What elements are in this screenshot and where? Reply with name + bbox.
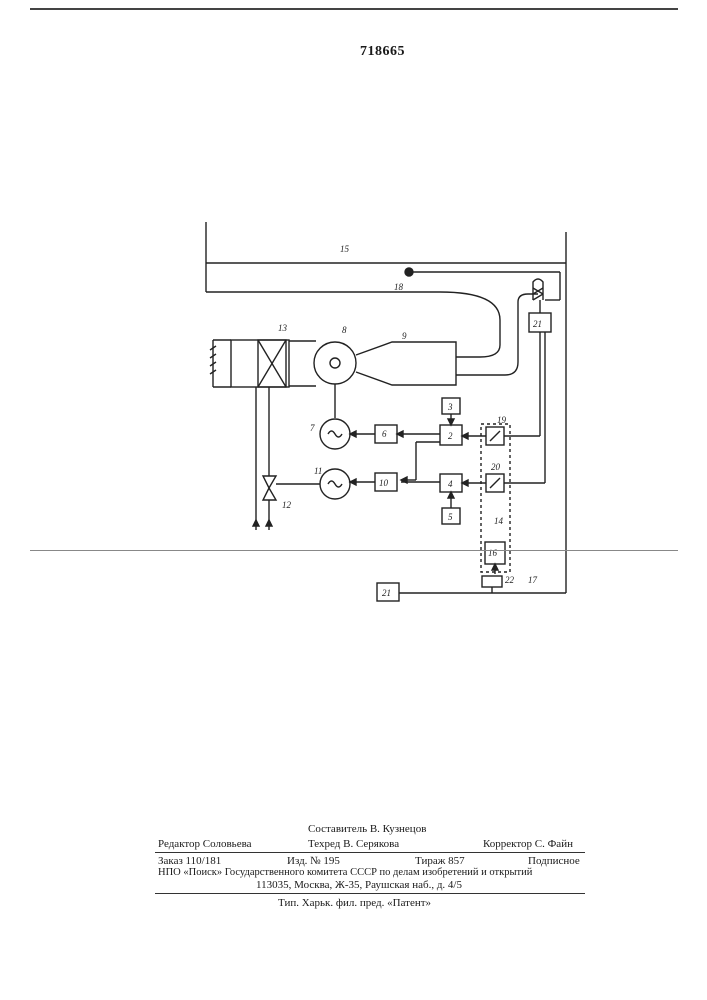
label-22: 22 xyxy=(505,575,515,585)
printer-line: Тип. Харьк. фил. пред. «Патент» xyxy=(278,897,431,909)
fan-8 xyxy=(314,342,356,384)
credits-rule-1 xyxy=(155,852,585,853)
organization-line: НПО «Поиск» Государственного комитета СС… xyxy=(158,867,532,878)
order-number: Заказ 110/181 xyxy=(158,855,221,867)
label-12: 12 xyxy=(282,500,292,510)
label-6: 6 xyxy=(382,429,387,439)
label-17: 17 xyxy=(528,575,538,585)
pipe-to-nozzle xyxy=(440,292,500,357)
corrector-credit: Корректор С. Файн xyxy=(483,838,573,850)
techred-credit: Техред В. Серякова xyxy=(308,838,399,850)
label-2: 2 xyxy=(448,431,453,441)
label-21b: 21 xyxy=(382,588,391,598)
editor-credit: Редактор Соловьева xyxy=(158,838,252,850)
separator-line xyxy=(30,550,678,551)
label-7: 7 xyxy=(310,423,315,433)
diffuser-9 xyxy=(356,342,456,385)
label-20: 20 xyxy=(491,462,501,472)
label-5: 5 xyxy=(448,512,453,522)
label-8: 8 xyxy=(342,325,347,335)
label-11: 11 xyxy=(314,466,322,476)
label-4: 4 xyxy=(448,479,453,489)
circulation: Тираж 857 xyxy=(415,855,465,867)
subscription: Подписное xyxy=(528,855,580,867)
pipe-return xyxy=(456,294,538,375)
block-22 xyxy=(482,576,502,587)
label-3: 3 xyxy=(447,402,453,412)
label-15: 15 xyxy=(340,244,350,254)
address-line: 113035, Москва, Ж-35, Раушская наб., д. … xyxy=(256,879,462,891)
block-13 xyxy=(231,340,289,387)
label-19: 19 xyxy=(497,415,507,425)
issue-number: Изд. № 195 xyxy=(287,855,340,867)
label-21a: 21 xyxy=(533,319,542,329)
compiler-credit: Составитель В. Кузнецов xyxy=(308,823,426,835)
label-14: 14 xyxy=(494,516,504,526)
label-13: 13 xyxy=(278,323,288,333)
label-10: 10 xyxy=(379,478,389,488)
valve-12 xyxy=(263,476,276,500)
credits-rule-2 xyxy=(155,893,585,894)
label-9: 9 xyxy=(402,331,407,341)
label-18: 18 xyxy=(394,282,404,292)
